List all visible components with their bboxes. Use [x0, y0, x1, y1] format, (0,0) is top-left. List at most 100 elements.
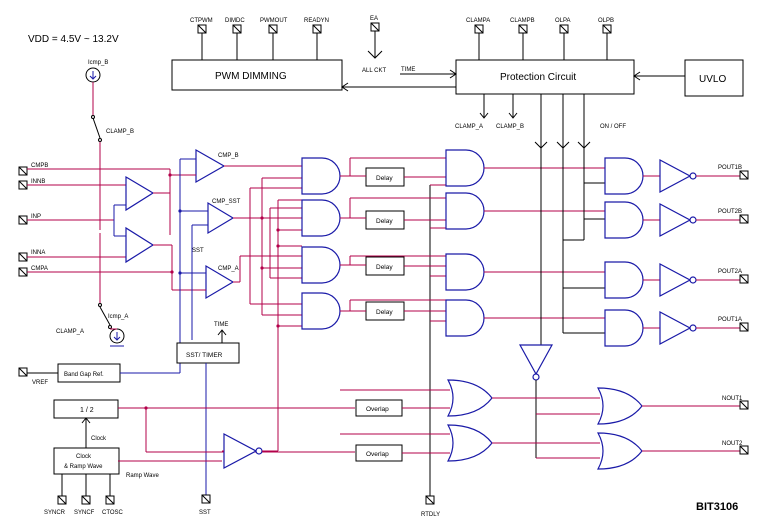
- icmp-b-label: Icmp_B: [88, 60, 108, 66]
- pin-label: SST: [199, 510, 211, 516]
- clamp-a-switch-label: CLAMP_A: [56, 329, 84, 335]
- top-pin-dimdc: DIMDC: [225, 18, 245, 60]
- clock-label: Clock: [91, 436, 107, 442]
- cmp-sst-label: CMP_SST: [212, 199, 241, 205]
- and-gate-2: [301, 199, 341, 237]
- sst-internal-label: SST: [192, 248, 204, 254]
- top-pin-ea: EA: [367, 16, 383, 59]
- left-pin-vref: VREF: [18, 367, 58, 386]
- pin-label: CLAMPB: [510, 18, 535, 24]
- and-gate-8: [445, 299, 485, 337]
- pin-label: CLAMPA: [466, 18, 490, 24]
- and-gate-7: [445, 253, 485, 291]
- pin-label: CMPA: [31, 266, 48, 272]
- left-pin-cmpb: CMPB: [18, 163, 170, 176]
- ramp-wave-label: Ramp Wave: [126, 473, 159, 479]
- pin-label: INNB: [31, 179, 45, 185]
- pin-label: OLPA: [555, 18, 571, 24]
- and-gate-5: [445, 149, 485, 187]
- on-off-buffer: [518, 344, 554, 376]
- bandgap-ref-label: Band Gap Ref.: [64, 372, 104, 378]
- uvlo-block: [684, 59, 744, 97]
- top-pin-olpb: OLPB: [598, 18, 614, 60]
- top-pin-olpa: OLPA: [555, 18, 571, 60]
- pin-label: NOUT1: [722, 396, 743, 402]
- divider-label: 1 / 2: [80, 407, 94, 414]
- pin-label: PWMOUT: [260, 18, 288, 24]
- right-pin-pout1a: POUT1A: [696, 317, 749, 332]
- cmp-b-label: CMP_B: [218, 153, 239, 159]
- error-amp-a: [125, 226, 155, 264]
- right-pin-nout1: NOUT1: [642, 396, 749, 410]
- on-off-label: ON / OFF: [600, 124, 626, 130]
- and-gate-1: [301, 157, 341, 195]
- pin-label: NOUT2: [722, 441, 743, 447]
- delay-label: Delay: [376, 175, 393, 182]
- left-pin-inp: INP: [18, 214, 114, 225]
- comparator-cmp-b: [195, 148, 226, 184]
- pin-label: CMPB: [31, 163, 48, 169]
- time-sst-label: TIME: [214, 322, 228, 328]
- pwm-dimming-block: [171, 59, 343, 91]
- clock-ramp-block: [53, 447, 120, 475]
- pin-label: INNA: [31, 250, 45, 256]
- and-gate-4: [301, 292, 341, 330]
- top-pin-ctpwm: CTPWM: [190, 18, 213, 60]
- bottom-pin-syncf: SYNCF: [74, 474, 95, 516]
- inverter-ramp: [223, 433, 258, 469]
- sst-timer-label: SST/ TIMER: [186, 352, 223, 359]
- pin-label: POUT2A: [718, 269, 742, 275]
- clamp-a-out-label: CLAMP_A: [455, 124, 483, 130]
- and-gate-6: [445, 192, 485, 230]
- clock-ramp-line1: Clock: [76, 454, 92, 460]
- pin-label: SYNCF: [74, 510, 95, 516]
- pin-label: VREF: [32, 380, 48, 386]
- delay-label: Delay: [376, 218, 393, 225]
- top-pin-pwmout: PWMOUT: [260, 18, 288, 60]
- clamp-b-switch-icon: [92, 117, 101, 139]
- overlap-label: Overlap: [366, 451, 389, 458]
- pin-label: CTOSC: [102, 510, 124, 516]
- error-amp-b: [125, 175, 155, 212]
- and-gate-12: [604, 309, 644, 347]
- uvlo-label: UVLO: [699, 74, 726, 85]
- clamp-b-switch-label: CLAMP_B: [106, 129, 134, 135]
- right-pin-pout1b: POUT1B: [696, 165, 749, 180]
- clock-ramp-line2: & Ramp Wave: [64, 464, 103, 470]
- vdd-label: VDD = 4.5V ~ 13.2V: [28, 34, 119, 45]
- pin-label: POUT1A: [718, 317, 742, 323]
- pin-label: EA: [370, 16, 378, 22]
- chip-label: BIT3106: [696, 501, 738, 513]
- right-pin-pout2a: POUT2A: [696, 269, 749, 284]
- or-gate-3: [596, 387, 643, 425]
- or-gate-4: [596, 432, 643, 470]
- all-ckt-label: ALL CKT: [362, 68, 386, 74]
- protection-circuit-label: Protection Circuit: [500, 72, 576, 83]
- left-pin-cmpa: CMPA: [18, 266, 172, 277]
- top-pin-clampa: CLAMPA: [466, 18, 490, 60]
- top-pin-clampb: CLAMPB: [510, 18, 535, 60]
- pin-label: CTPWM: [190, 18, 213, 24]
- or-gate-2: [446, 424, 493, 462]
- pin-label: READYN: [304, 18, 329, 24]
- and-gate-10: [604, 201, 644, 239]
- right-pin-nout2: NOUT2: [642, 441, 749, 455]
- protection-circuit-block: [455, 59, 635, 95]
- bottom-pin-rtdly: RTDLY: [421, 185, 440, 518]
- icmp-a-label: Icmp_A: [108, 314, 128, 320]
- clamp-a-switch-icon: [99, 306, 111, 326]
- left-pin-inna: INNA: [18, 250, 126, 262]
- pin-label: DIMDC: [225, 18, 245, 24]
- pwm-dimming-label: PWM DIMMING: [215, 71, 287, 82]
- and-gate-3: [301, 246, 341, 284]
- bottom-pin-ctosc: CTOSC: [102, 474, 124, 516]
- pin-label: POUT1B: [718, 165, 742, 171]
- output-buffer-1: [659, 159, 692, 193]
- pin-label: INP: [31, 214, 41, 220]
- cmp-a-label: CMP_A: [218, 266, 239, 272]
- output-buffer-3: [659, 263, 692, 297]
- pin-label: SYNCR: [44, 510, 66, 516]
- bottom-pin-syncr: SYNCR: [44, 474, 67, 516]
- delay-label: Delay: [376, 264, 393, 271]
